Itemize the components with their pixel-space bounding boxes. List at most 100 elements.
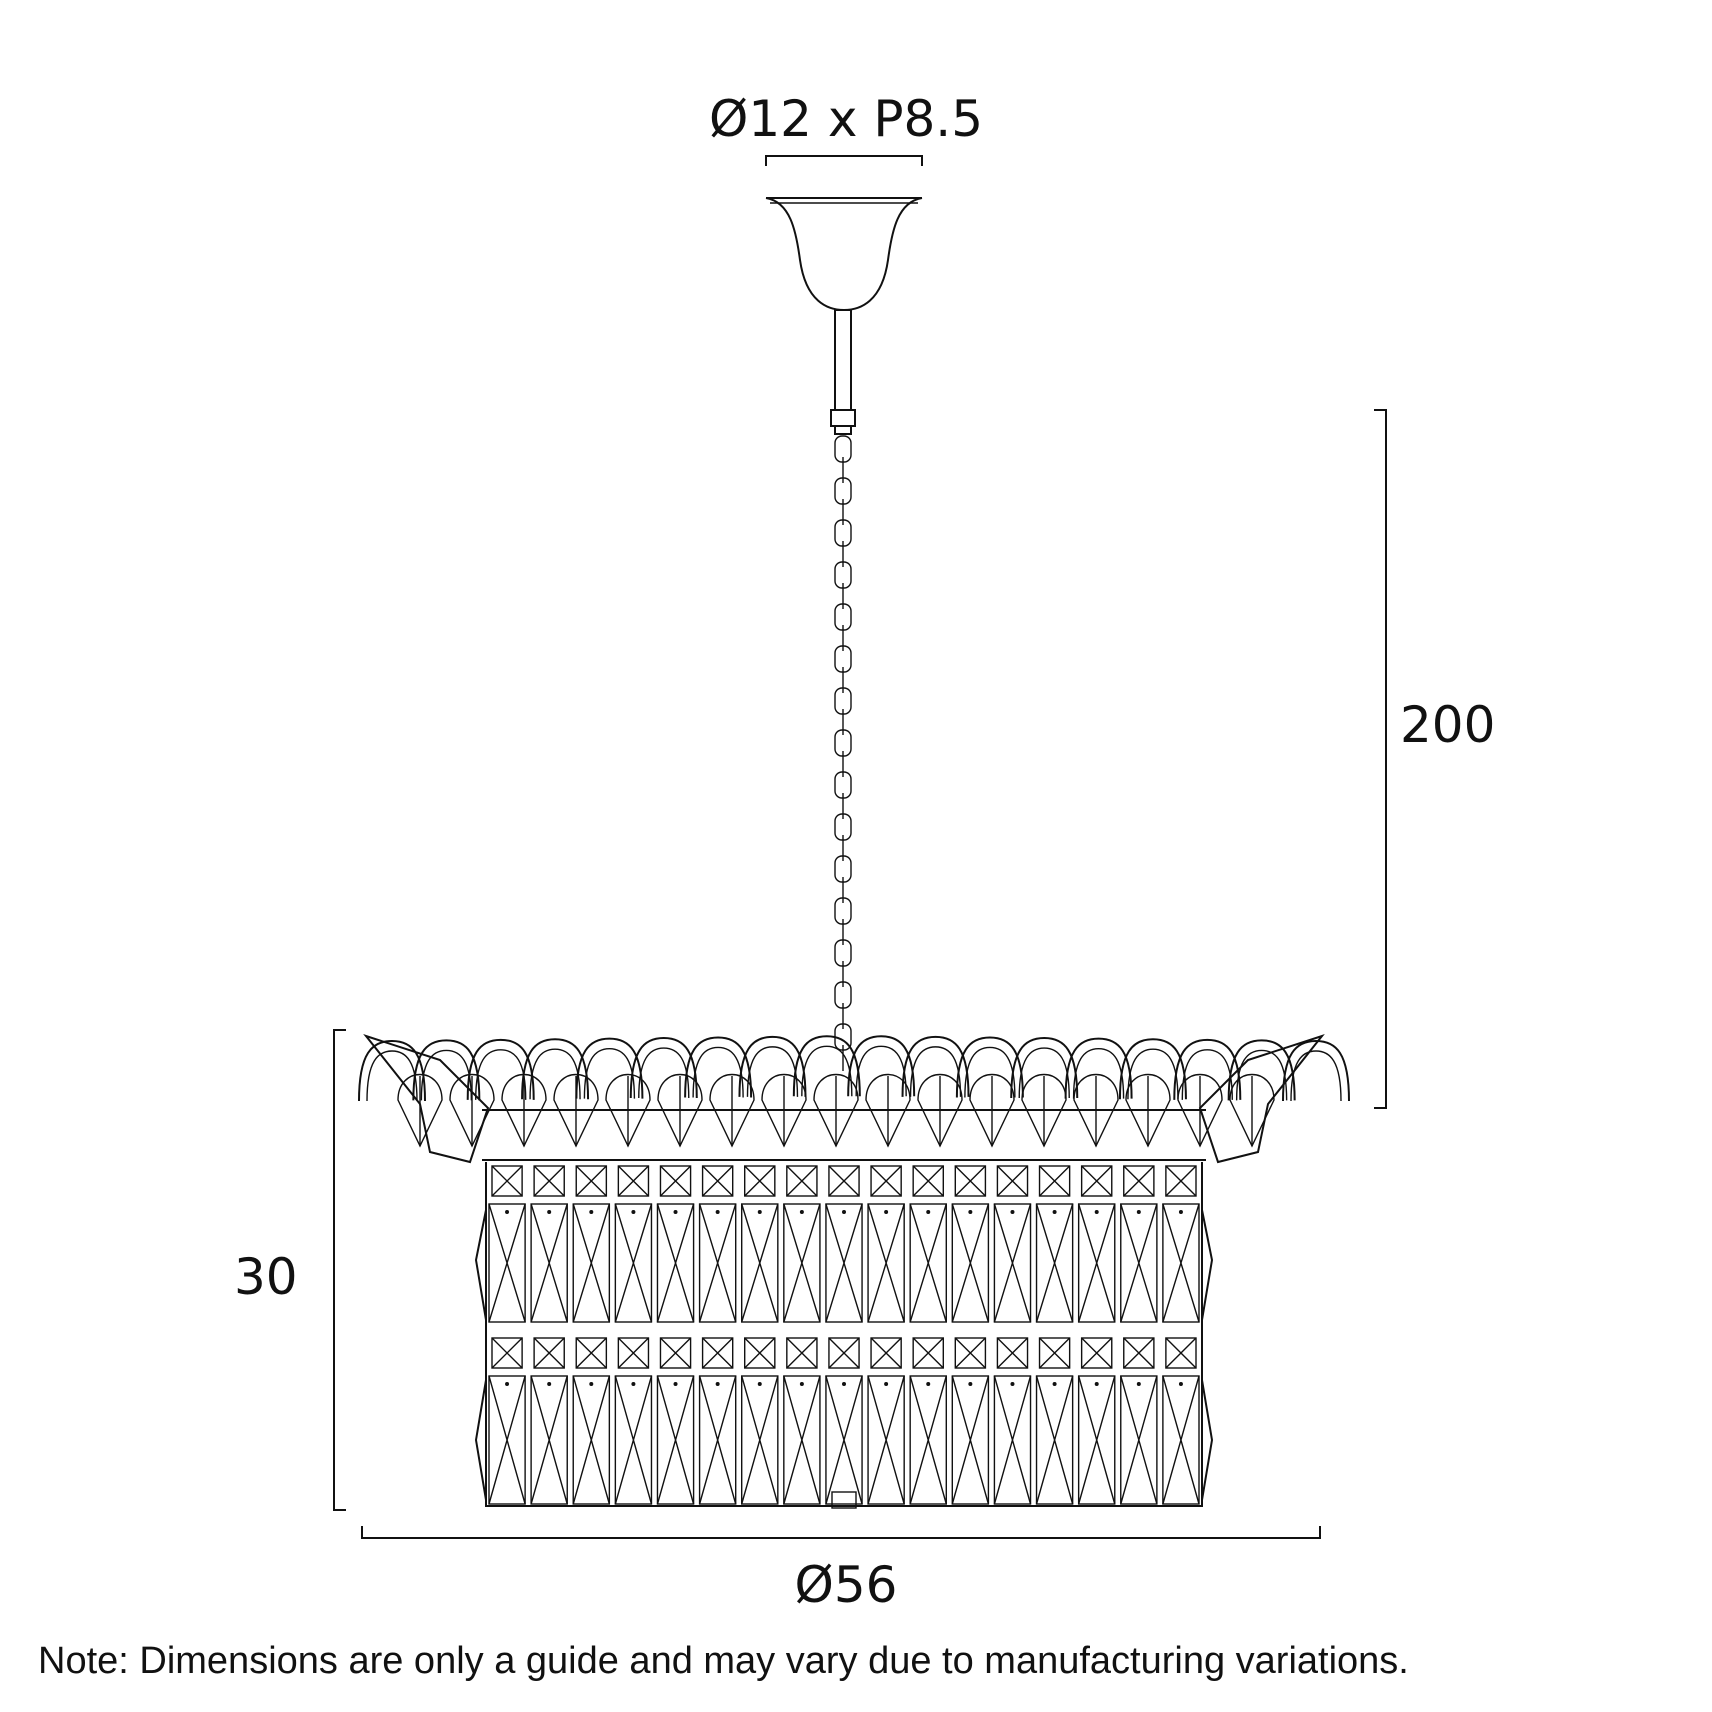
drum-crystal-hook [884, 1210, 889, 1214]
drum-square-crystal [786, 1165, 818, 1197]
drum-square-crystal [491, 1337, 523, 1369]
drum-square-facet [533, 1165, 565, 1197]
drum-crystal [909, 1375, 947, 1505]
drum-crystal-hook [1094, 1382, 1099, 1386]
suspension-chain [834, 435, 852, 1071]
drum-crystal-facet [698, 1375, 737, 1505]
drum-square-crystal [912, 1337, 944, 1369]
suspension-rod [830, 309, 856, 435]
drum-square-crystal [912, 1165, 944, 1197]
drum-crystal [783, 1203, 821, 1323]
drum-crystal-facet [951, 1375, 990, 1505]
drum-crystal-hook [1136, 1382, 1141, 1386]
crown-crystal [1118, 1038, 1187, 1100]
drum-square-facet [870, 1337, 902, 1369]
drum-square-facet [702, 1165, 734, 1197]
drum-square-facet [1039, 1165, 1071, 1197]
crystal-drum [474, 1162, 1214, 1509]
drum-crystal [530, 1203, 568, 1323]
drum-crystal-hook [799, 1210, 804, 1214]
crown-crystal-facet [692, 1046, 744, 1098]
drum-crystal-facet [951, 1203, 990, 1323]
drum-square-facet [617, 1165, 649, 1197]
crown-crystal-facet [1127, 1048, 1179, 1100]
drum-crystal-hook [631, 1210, 636, 1214]
crown-leaf-crystal [449, 1074, 495, 1148]
crown-right-wing [1198, 1034, 1325, 1164]
drum-crystal [993, 1203, 1032, 1323]
crown-crystal [847, 1035, 916, 1097]
crown-crystal-facet [1018, 1047, 1070, 1099]
drum-square-facet [1165, 1337, 1197, 1369]
drum-crystal [572, 1375, 611, 1505]
drum-crystal-hook [673, 1382, 678, 1386]
canopy-dimension: Ø12 x P8.5 [709, 90, 983, 166]
drum-crystal-hook [547, 1382, 552, 1386]
drum-crystal-facet [1077, 1203, 1116, 1323]
drum-crystal-facet [909, 1375, 947, 1505]
drum-crystal [825, 1203, 863, 1323]
drum-crystal-hook [1052, 1210, 1057, 1214]
drum-crystal-hook [1010, 1210, 1015, 1214]
drum-crystal-facet [656, 1203, 695, 1323]
disclaimer-note: Note: Dimensions are only a guide and ma… [38, 1640, 1409, 1682]
drum-crystal-hook [799, 1382, 804, 1386]
crown-crystal [1173, 1038, 1242, 1100]
drum-square-facet [912, 1337, 944, 1369]
drum-crystal-hook [842, 1210, 846, 1214]
crown-crystal [629, 1037, 698, 1099]
crown-crystal [1227, 1039, 1296, 1101]
crown-crystal [792, 1035, 861, 1097]
crown-crystal [521, 1038, 590, 1100]
drum-square-facet [702, 1337, 734, 1369]
drum-crystal [656, 1375, 695, 1505]
drum-crystal [951, 1375, 990, 1505]
drum-square-crystal [1080, 1165, 1113, 1197]
drum-square-facet [870, 1165, 902, 1197]
crown-crystal [1282, 1039, 1350, 1102]
drum-crystal-hook [757, 1382, 762, 1386]
drum-crystal [909, 1203, 947, 1323]
drum-crystal-hook [715, 1210, 720, 1214]
drum-crystal [1035, 1375, 1074, 1505]
drum-square-crystal [1080, 1337, 1113, 1369]
crown-crystal-facet [1235, 1049, 1288, 1101]
crown-crystal [738, 1035, 807, 1097]
drum-right-side-crystals [1201, 1209, 1214, 1501]
crown-leaf-crystal [813, 1074, 859, 1148]
drum-crystal-facet [825, 1375, 863, 1505]
drum-crystal-hook [631, 1382, 636, 1386]
drum-crystal [1120, 1203, 1158, 1323]
drum-crystal-facet [1120, 1375, 1158, 1505]
drum-crystal [741, 1375, 779, 1505]
drum-crystal [488, 1203, 526, 1323]
drum-crystal [951, 1203, 990, 1323]
drum-crystal-facet [614, 1375, 653, 1505]
drum-bottom-finial [831, 1491, 857, 1509]
drum-crystal [867, 1375, 905, 1505]
crown-crystal [684, 1036, 753, 1098]
drum-square-crystal [617, 1165, 650, 1197]
drum-crystal [614, 1203, 653, 1323]
drum-square-facet [828, 1165, 860, 1197]
crown-leaf-crystal [969, 1074, 1015, 1148]
crown-crystal-facet [801, 1045, 853, 1097]
drum-crystal [614, 1375, 653, 1505]
drum-crystal-facet [909, 1203, 947, 1323]
drum-crystal-hook [1094, 1210, 1099, 1214]
drum-crystal-hook [926, 1210, 931, 1214]
drum-square-crystal [659, 1165, 692, 1197]
crown-leaf-crystal [657, 1074, 703, 1148]
drum-square-crystal [996, 1165, 1029, 1197]
crown-crystal [358, 1039, 426, 1102]
drum-square-facet [1081, 1165, 1113, 1197]
drop-dimension-label: 200 [1400, 696, 1495, 754]
drum-crystal-facet [993, 1375, 1032, 1505]
drum-square-facet [996, 1337, 1029, 1369]
crown-leaf-crystal [1021, 1074, 1067, 1148]
drum-square-facet [1039, 1337, 1071, 1369]
drum-square-crystal [954, 1337, 987, 1369]
crown-leaf-crystal [501, 1074, 547, 1148]
drum-square-crystal [744, 1165, 776, 1197]
crown-crystal-facet [964, 1046, 1016, 1098]
